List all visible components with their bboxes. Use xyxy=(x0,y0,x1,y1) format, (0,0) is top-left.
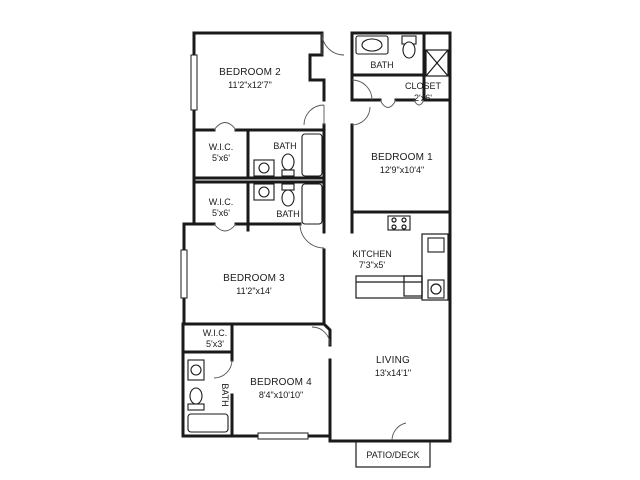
bath-top-label: BATH xyxy=(370,60,393,70)
outer-walls xyxy=(181,31,452,443)
wic-2-label: W.I.C. xyxy=(209,197,234,207)
bedroom-2-dims: 11'2"x12'7" xyxy=(228,80,272,90)
room-labels: BEDROOM 2 11'2"x12'7" BATH CLOSET 2'x6' … xyxy=(203,60,442,460)
bath-mid-upper-label: BATH xyxy=(273,141,296,151)
bedroom-1-label: BEDROOM 1 xyxy=(371,152,433,163)
wic-1-dims: 5'x6' xyxy=(212,153,230,163)
wic-3-label: W.I.C. xyxy=(203,328,228,338)
windows xyxy=(180,54,309,440)
wic-2-dims: 5'x6' xyxy=(212,208,230,218)
wic-3-dims: 5'x3' xyxy=(206,339,224,349)
bath-b4-label: BATH xyxy=(220,383,230,406)
bedroom-3-dims: 11'2"x14' xyxy=(236,286,272,296)
fixtures xyxy=(187,35,449,468)
bedroom-4-dims: 8'4"x10'10" xyxy=(259,390,303,400)
wic-1-label: W.I.C. xyxy=(209,142,234,152)
doors xyxy=(213,32,425,442)
bedroom-2-label: BEDROOM 2 xyxy=(219,67,281,78)
kitchen-dims: 7'3"x5' xyxy=(359,260,385,270)
bedroom-1-dims: 12'9"x10'4" xyxy=(380,165,424,175)
bedroom-4-label: BEDROOM 4 xyxy=(250,377,312,388)
patio-label: PATIO/DECK xyxy=(366,450,419,460)
interior-walls xyxy=(181,31,452,438)
living-dims: 13'x14'1" xyxy=(375,368,411,378)
closet-dims: 2'x6' xyxy=(414,93,432,103)
bath-mid-lower-label: BATH xyxy=(276,209,299,219)
kitchen-label: KITCHEN xyxy=(352,249,392,259)
bedroom-3-label: BEDROOM 3 xyxy=(223,273,285,284)
living-label: LIVING xyxy=(376,355,410,366)
closet-label: CLOSET xyxy=(405,81,442,91)
